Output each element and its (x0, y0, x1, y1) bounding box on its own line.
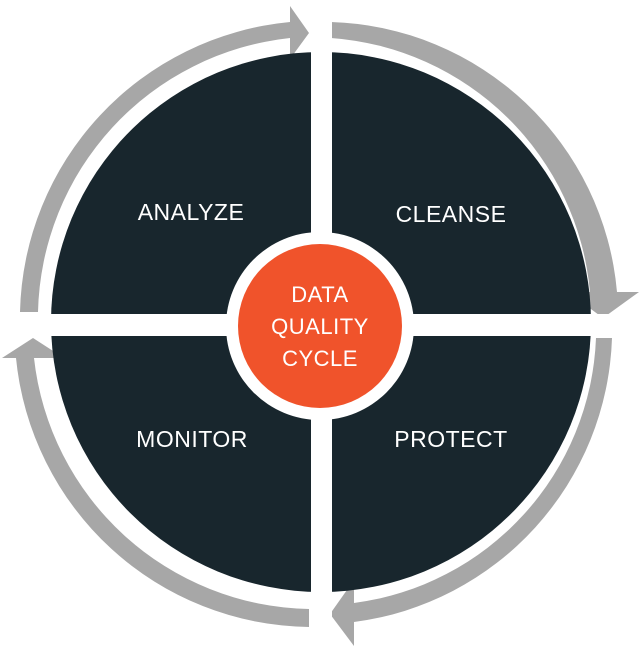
center-title-line-1: DATA (291, 282, 348, 307)
center-badge (238, 244, 402, 408)
arrow-protect-to-monitor (330, 338, 612, 646)
arrow-monitor-to-analyze (2, 338, 309, 627)
center-title: DATA QUALITY CYCLE (271, 282, 369, 371)
center-title-line-2: QUALITY (271, 314, 369, 339)
arrow-analyze-to-cleanse (20, 6, 309, 312)
stage-label-analyze: ANALYZE (138, 199, 245, 225)
stage-label-cleanse: CLEANSE (396, 201, 507, 227)
arrow-cleanse-to-protect (331, 22, 639, 318)
stage-label-monitor: MONITOR (136, 426, 248, 452)
center-title-line-3: CYCLE (282, 346, 358, 371)
cycle-arrows (2, 6, 639, 646)
stage-label-protect: PROTECT (394, 426, 507, 452)
